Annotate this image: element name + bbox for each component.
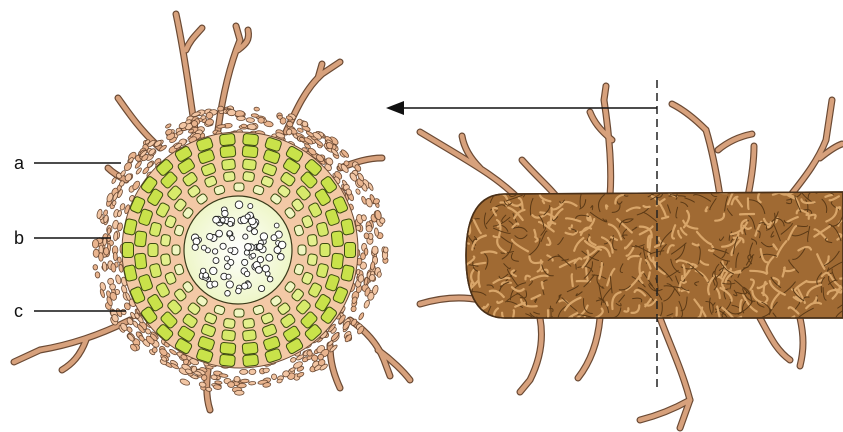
label-a-text: a [14,153,25,173]
label-b-text: b [14,228,24,248]
left-arrow-icon [386,101,404,115]
hypha [790,100,832,196]
root-cross-section [14,14,410,410]
hypha [286,62,340,132]
label-c-text: c [14,301,23,321]
label-a: a [14,153,121,173]
root-tip-with-mantle [420,86,843,428]
